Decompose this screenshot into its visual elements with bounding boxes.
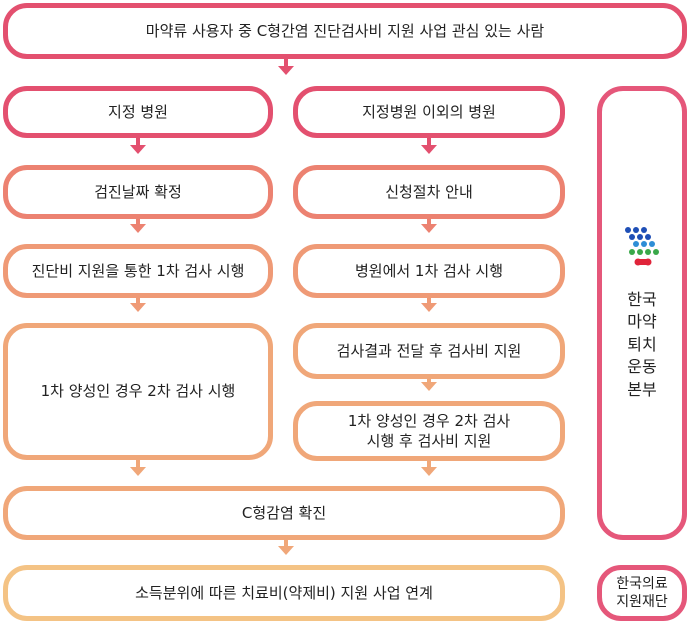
down-arrow-icon [278, 66, 294, 75]
right-label-4: 검사결과 전달 후 검사비 지원 [336, 341, 522, 360]
right-box-3: 병원에서 1차 검사 시행 [293, 244, 565, 298]
final-label: 소득분위에 따른 치료비(약제비) 지원 사업 연계 [135, 583, 433, 602]
final-box: 소득분위에 따른 치료비(약제비) 지원 사업 연계 [3, 565, 565, 621]
connector-stem [136, 138, 140, 146]
connector-stem [427, 298, 431, 304]
connector-stem [136, 298, 140, 304]
down-arrow-icon [130, 467, 146, 476]
side-org-box: 한국 마약 퇴치 운동 본부 [597, 86, 687, 540]
top-box: 마약류 사용자 중 C형간염 진단검사비 지원 사업 관심 있는 사람 [3, 3, 687, 59]
confirm-label: C형감염 확진 [241, 503, 327, 522]
right-label-2: 신청절차 안내 [385, 182, 473, 201]
connector-stem [427, 138, 431, 146]
right-box-4: 검사결과 전달 후 검사비 지원 [293, 323, 565, 379]
down-arrow-icon [421, 467, 437, 476]
down-arrow-icon [421, 303, 437, 312]
left-box-1: 지정 병원 [3, 86, 273, 138]
connector-stem [136, 460, 140, 468]
right-box-5: 1차 양성인 경우 2차 검사 시행 후 검사비 지원 [293, 401, 565, 461]
down-arrow-icon [130, 303, 146, 312]
left-label-3: 진단비 지원을 통한 1차 검사 시행 [31, 261, 245, 280]
right-box-2: 신청절차 안내 [293, 165, 565, 219]
connector-stem [427, 461, 431, 468]
right-label-5: 1차 양성인 경우 2차 검사 시행 후 검사비 지원 [347, 411, 511, 450]
side-foundation-box: 한국의료 지원재단 [597, 565, 687, 621]
right-label-1: 지정병원 이외의 병원 [362, 102, 496, 121]
connector-stem [284, 540, 288, 547]
down-arrow-icon [130, 224, 146, 233]
down-arrow-icon [421, 145, 437, 154]
side-org-label: 한국 마약 퇴치 운동 본부 [627, 290, 657, 399]
side-foundation-label: 한국의료 지원재단 [616, 575, 668, 610]
down-arrow-icon [130, 145, 146, 154]
left-box-3: 진단비 지원을 통한 1차 검사 시행 [3, 244, 273, 298]
connector-stem [427, 219, 431, 225]
down-arrow-icon [421, 382, 437, 391]
right-label-3: 병원에서 1차 검사 시행 [354, 261, 504, 280]
down-arrow-icon [421, 224, 437, 233]
top-label: 마약류 사용자 중 C형간염 진단검사비 지원 사업 관심 있는 사람 [145, 21, 545, 40]
left-label-4: 1차 양성인 경우 2차 검사 시행 [40, 382, 236, 401]
kdfb-logo-icon [625, 227, 659, 266]
right-box-1: 지정병원 이외의 병원 [293, 86, 565, 138]
confirm-box: C형감염 확진 [3, 486, 565, 540]
connector-stem [427, 379, 431, 383]
left-label-1: 지정 병원 [108, 102, 168, 121]
down-arrow-icon [278, 546, 294, 555]
left-box-2: 검진날짜 확정 [3, 165, 273, 219]
connector-stem [284, 59, 288, 67]
left-box-4: 1차 양성인 경우 2차 검사 시행 [3, 323, 273, 460]
left-label-2: 검진날짜 확정 [94, 182, 182, 201]
connector-stem [136, 219, 140, 225]
